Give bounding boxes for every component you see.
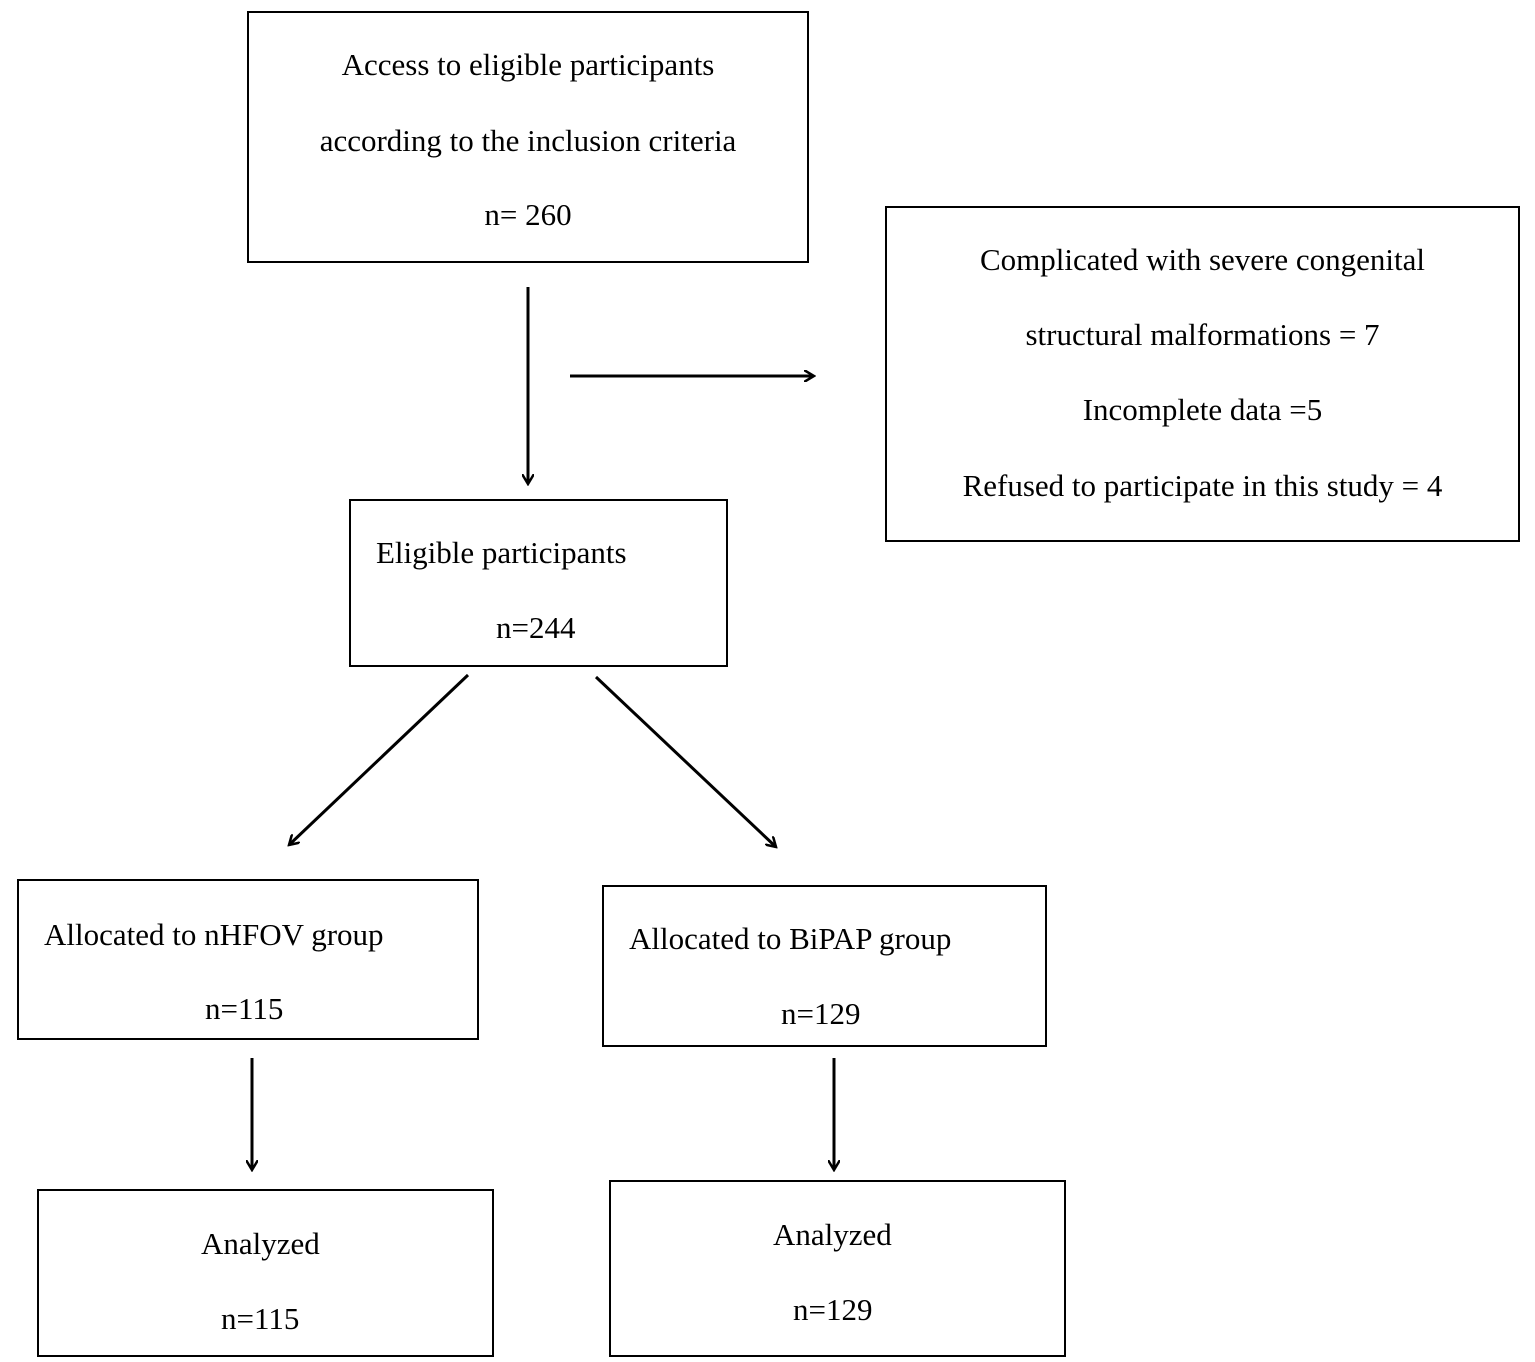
nhfov-count: n=115	[205, 991, 284, 1026]
nhfov-label: Allocated to nHFOV group	[44, 917, 384, 952]
excluded-line-2: structural malformations = 7	[1025, 317, 1380, 352]
arrow-eligible-to-nhfov	[289, 673, 470, 845]
eligible-box: Eligible participants n=244	[349, 499, 728, 667]
start-box: Access to eligible participants accordin…	[247, 11, 809, 263]
bipap-count: n=129	[781, 996, 861, 1031]
nhfov-box: Allocated to nHFOV group n=115	[17, 879, 479, 1040]
excluded-box: Complicated with severe congenital struc…	[885, 206, 1520, 542]
excluded-line-1: Complicated with severe congenital	[979, 242, 1426, 277]
bipap-box: Allocated to BiPAP group n=129	[602, 885, 1047, 1047]
analyzed-bipap-label: Analyzed	[773, 1217, 892, 1252]
bipap-label: Allocated to BiPAP group	[629, 921, 952, 956]
arrow-eligible-to-bipap	[594, 675, 776, 847]
start-line-2: according to the inclusion criteria	[319, 123, 737, 158]
eligible-label: Eligible participants	[376, 535, 627, 570]
excluded-line-3: Incomplete data =5	[1082, 392, 1323, 427]
analyzed-nhfov-box: Analyzed n=115	[37, 1189, 494, 1357]
excluded-line-4: Refused to participate in this study = 4	[962, 468, 1443, 503]
eligible-count: n=244	[496, 610, 576, 645]
start-line-1: Access to eligible participants	[341, 47, 715, 82]
analyzed-bipap-count: n=129	[793, 1292, 873, 1327]
analyzed-nhfov-count: n=115	[221, 1301, 300, 1336]
analyzed-bipap-box: Analyzed n=129	[609, 1180, 1066, 1357]
analyzed-nhfov-label: Analyzed	[201, 1226, 320, 1261]
start-count: n= 260	[484, 197, 572, 232]
